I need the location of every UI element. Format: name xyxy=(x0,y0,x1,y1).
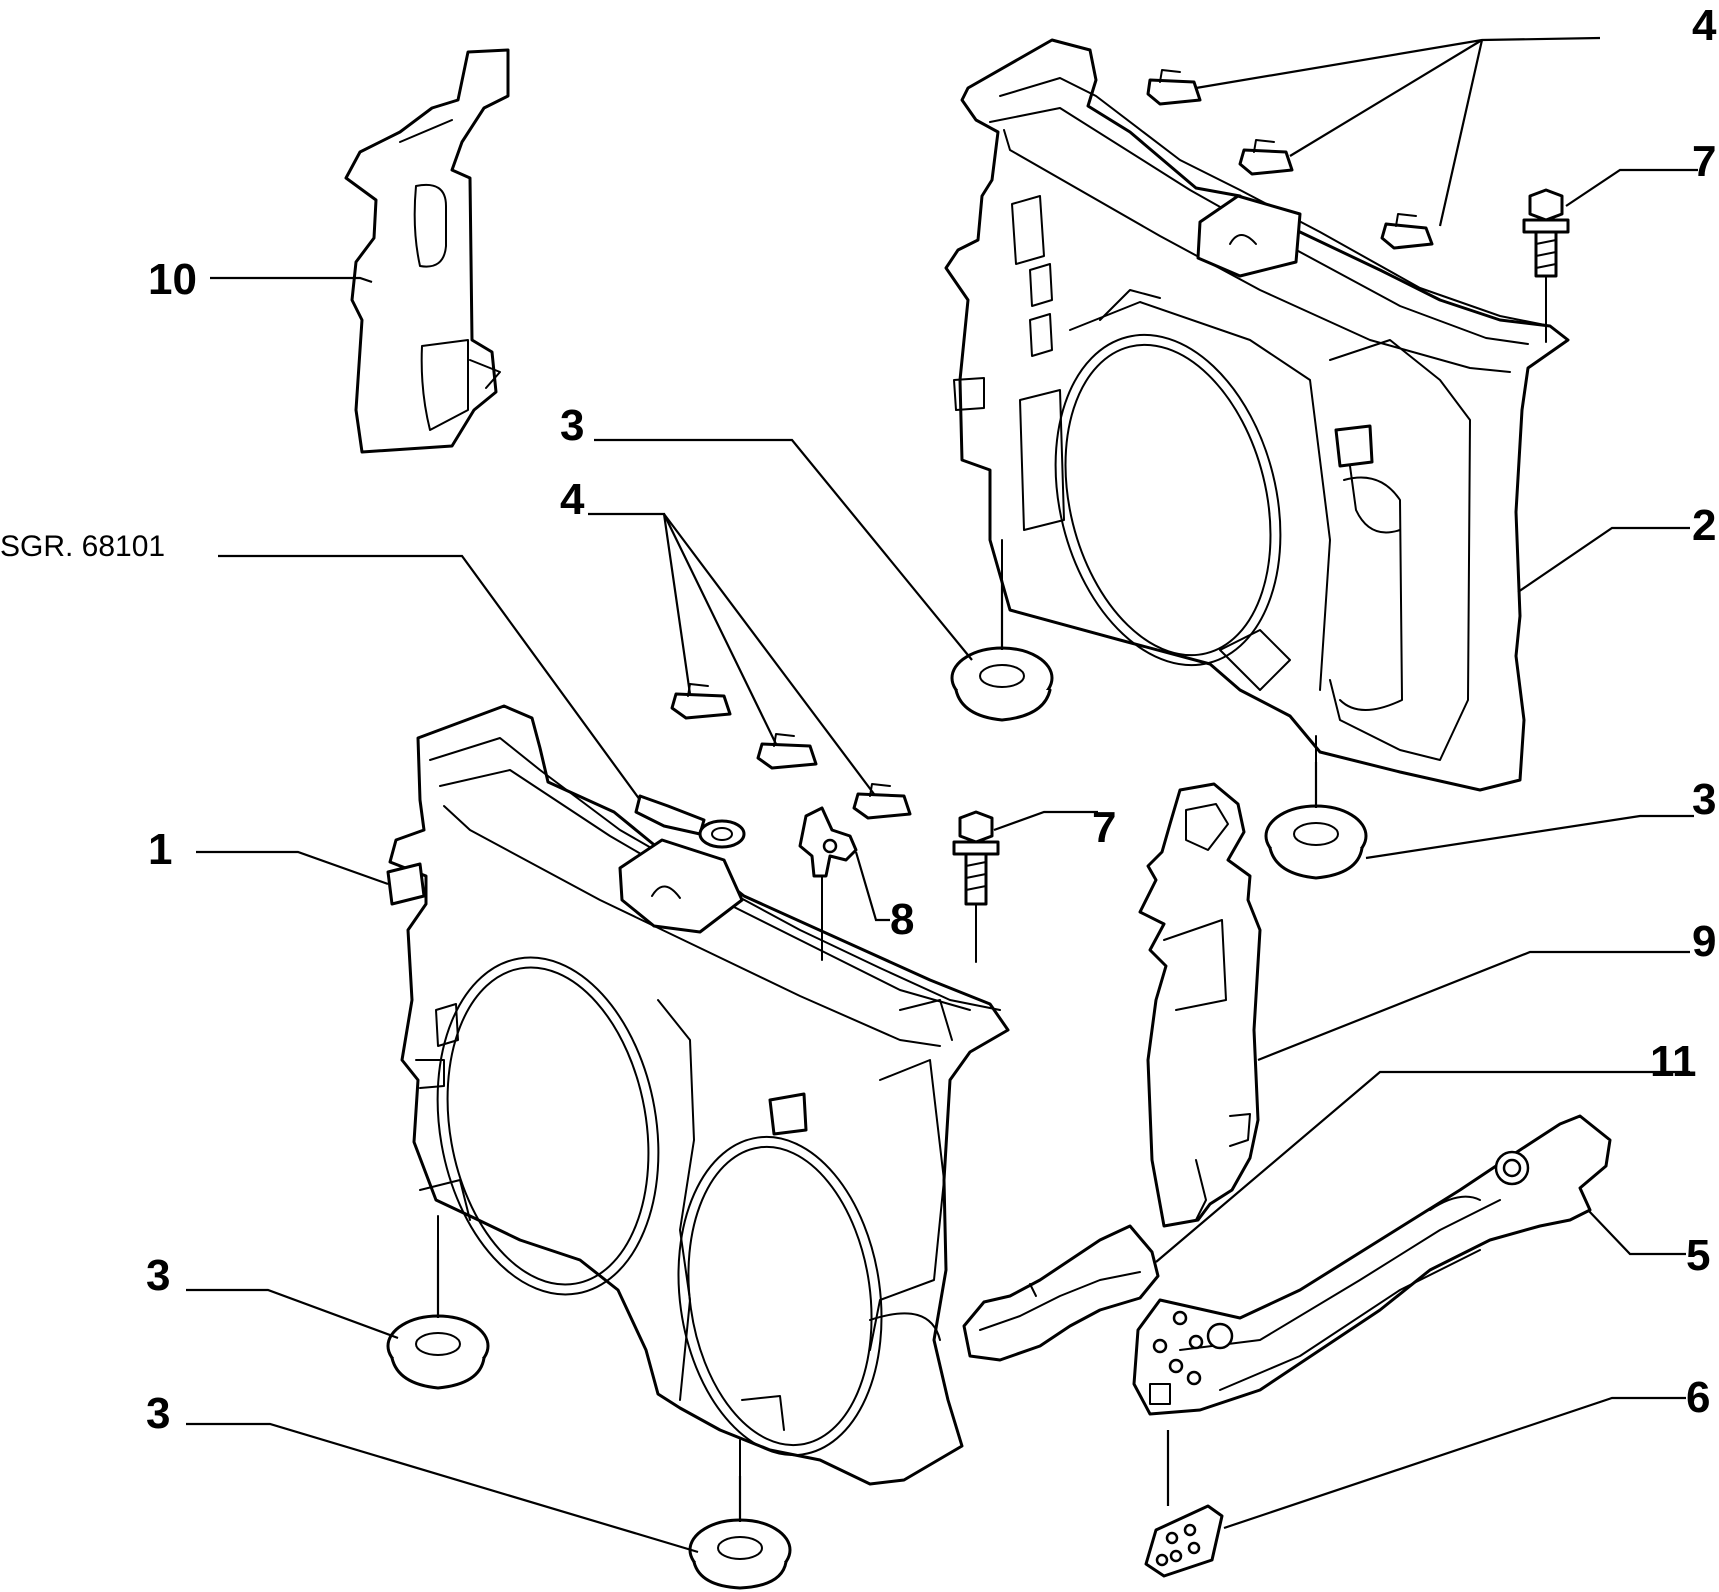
plate-6 xyxy=(1144,1504,1224,1578)
grommet-3-upper-right xyxy=(1264,804,1368,880)
callout-8: 8 xyxy=(890,895,914,944)
callout-6: 6 xyxy=(1686,1373,1710,1422)
callout-10: 10 xyxy=(148,255,197,304)
clip-4-lower-1 xyxy=(670,683,732,720)
air-duct-11 xyxy=(962,1224,1160,1362)
grommet-3-upper-center xyxy=(950,646,1054,722)
bracket-8 xyxy=(798,806,858,961)
callout-9: 9 xyxy=(1692,917,1716,966)
clip-4-lower-2 xyxy=(756,733,818,770)
radiator-frame-2 xyxy=(944,38,1570,792)
grommet-3-lower-center xyxy=(688,1518,792,1590)
callout-3-a: 3 xyxy=(560,401,584,450)
temperature-sensor xyxy=(634,794,746,849)
callout-1: 1 xyxy=(148,825,172,874)
callout-11: 11 xyxy=(1650,1037,1697,1086)
callout-5: 5 xyxy=(1686,1231,1710,1280)
callout-labels: 10 SGR. 68101 3 4 4 7 2 3 1 7 8 9 11 5 6… xyxy=(0,1,1717,1438)
callout-4-a: 4 xyxy=(560,475,585,524)
clip-4-upper-2 xyxy=(1238,139,1294,176)
callout-2: 2 xyxy=(1692,501,1716,550)
radiator-frame-1 xyxy=(386,704,1010,1486)
callout-3-d: 3 xyxy=(146,1389,170,1438)
callout-3-c: 3 xyxy=(146,1251,170,1300)
reference-sgr: SGR. 68101 xyxy=(0,530,165,563)
air-deflector-9 xyxy=(1138,782,1262,1228)
clip-4-lower-3 xyxy=(852,783,912,820)
callout-3-b: 3 xyxy=(1692,775,1716,824)
clip-4-upper-1 xyxy=(1146,69,1202,106)
support-arm-5 xyxy=(1132,1114,1612,1416)
bolt-7-lower xyxy=(952,810,1000,963)
bolt-7-upper xyxy=(1522,188,1570,343)
callout-7-a: 7 xyxy=(1692,137,1716,186)
clip-4-upper-3 xyxy=(1380,213,1434,250)
callout-4-b: 4 xyxy=(1692,1,1717,50)
leader-lines xyxy=(186,36,1698,1554)
air-deflector-10 xyxy=(344,48,510,454)
callout-7-b: 7 xyxy=(1092,803,1116,852)
grommet-3-lower-left xyxy=(386,1314,490,1390)
